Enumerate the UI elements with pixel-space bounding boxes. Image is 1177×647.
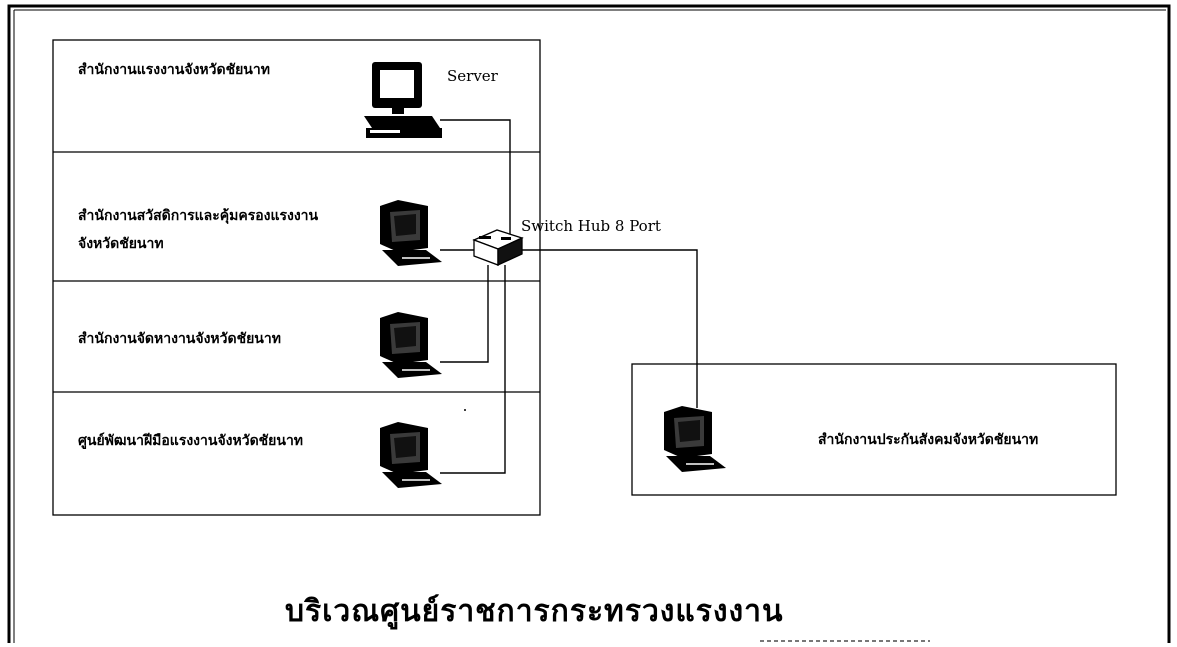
server-label: Server (447, 67, 498, 85)
building-box (52, 39, 541, 516)
cable-pc4-hub (440, 265, 506, 474)
office-label-skill-development: ศูนย์พัฒนาฝีมือแรงงานจังหวัดชัยนาท (78, 433, 304, 449)
computer-icon-skill-development (380, 422, 442, 488)
outer-frame (7, 4, 1171, 647)
remote-office-label: สำนักงานประกันสังคมจังหวัดชัยนาท (818, 432, 1039, 448)
office-label-labour-protection-line2: จังหวัดชัยนาท (78, 236, 164, 252)
cable-pc3-hub (440, 265, 489, 363)
switch-hub-icon (472, 229, 524, 267)
office-label-labour-protection-line1: สำนักงานสวัสดิการและคุ้มครองแรงงาน (78, 208, 319, 224)
computer-icon-employment (380, 312, 442, 378)
cable-server-hub (440, 119, 511, 238)
scan-dot (464, 409, 466, 411)
computer-icon-labour-protection (380, 200, 442, 266)
computer-icon-social-security (664, 406, 726, 472)
area-title: บริเวณศูนย์ราชการกระทรวงแรงงาน (285, 594, 784, 629)
office-label-labour: สำนักงานแรงงานจังหวัดชัยนาท (78, 62, 270, 78)
cable-hub-remote (520, 249, 698, 408)
remote-office-box (631, 363, 1117, 496)
switch-hub-label: Switch Hub 8 Port (521, 217, 661, 235)
office-label-employment: สำนักงานจัดหางานจังหวัดชัยนาท (78, 331, 281, 347)
server-computer-icon (364, 62, 442, 138)
